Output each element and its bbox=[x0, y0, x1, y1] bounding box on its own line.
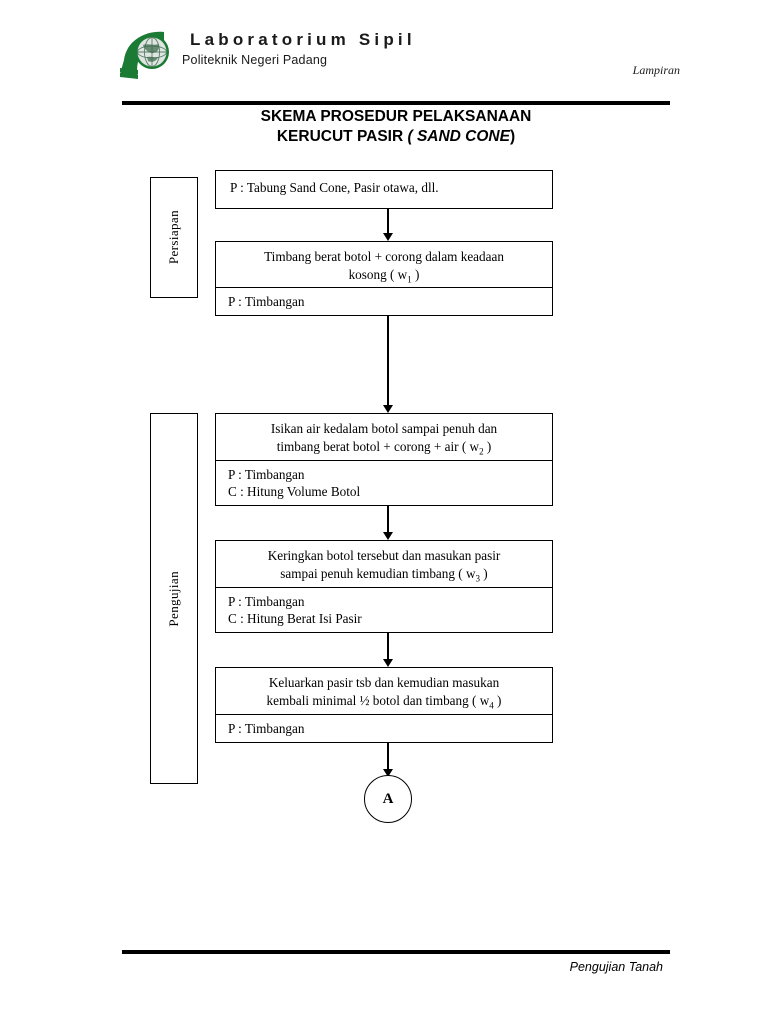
page-title-line-1: SKEMA PROSEDUR PELAKSANAAN bbox=[260, 108, 532, 125]
header-note-lampiran: Lampiran bbox=[632, 63, 680, 77]
flow-step-5-action: Keluarkan pasir tsb dan kemudian masukan… bbox=[216, 668, 552, 714]
flow-step-2-note-1: P : Timbangan bbox=[228, 294, 305, 309]
flow-step-4-action-line-2: sampai penuh kemudian timbang ( w3 ) bbox=[280, 565, 488, 584]
page-title-line-2-tail: ) bbox=[509, 128, 516, 145]
flow-step-1-action: P : Tabung Sand Cone, Pasir otawa, dll. bbox=[230, 180, 439, 195]
connector-step3-to-step4 bbox=[382, 506, 394, 540]
org-title: Laboratorium Sipil bbox=[190, 30, 416, 49]
flow-step-5-action-line-2: kembali minimal ½ botol dan timbang ( w4… bbox=[266, 692, 502, 711]
flow-step-4: Keringkan botol tersebut dan masukan pas… bbox=[215, 540, 553, 633]
flow-step-4-notes: P : Timbangan C : Hitung Berat Isi Pasir bbox=[216, 587, 552, 634]
connector-step1-to-step2 bbox=[382, 209, 394, 241]
flow-step-4-note-1: P : Timbangan bbox=[228, 594, 305, 609]
connector-step4-to-step5 bbox=[382, 633, 394, 667]
footer-rule bbox=[122, 950, 670, 954]
flow-step-5: Keluarkan pasir tsb dan kemudian masukan… bbox=[215, 667, 553, 743]
flow-step-2-action-line-2: kosong ( w1 ) bbox=[348, 266, 420, 285]
page-title-line-2: KERUCUT PASIR ( SAND CONE) bbox=[122, 127, 670, 147]
flow-step-2: Timbang berat botol + corong dalam keada… bbox=[215, 241, 553, 316]
flow-step-3-action-line-2: timbang berat botol + corong + air ( w2 … bbox=[276, 438, 492, 457]
phase-box-persiapan: Persiapan bbox=[150, 177, 198, 298]
flow-step-2-action-line-1: Timbang berat botol + corong dalam keada… bbox=[264, 249, 504, 264]
org-subtitle: Politeknik Negeri Padang bbox=[182, 53, 328, 67]
green-book-globe-logo-icon bbox=[118, 28, 182, 84]
header-rule bbox=[122, 101, 670, 105]
phase-label-persiapan: Persiapan bbox=[166, 210, 181, 265]
flow-step-3-action: Isikan air kedalam botol sampai penuh da… bbox=[216, 414, 552, 460]
letterhead: Laboratorium Sipil Politeknik Negeri Pad… bbox=[118, 26, 678, 88]
page-title-line-2-italic: ( SAND CONE bbox=[407, 128, 510, 145]
flow-step-3-notes: P : Timbangan C : Hitung Volume Botol bbox=[216, 460, 552, 507]
connector-persiapan-to-pengujian bbox=[382, 316, 394, 413]
footer-note: Pengujian Tanah bbox=[569, 960, 663, 974]
flow-step-2-action: Timbang berat botol + corong dalam keada… bbox=[216, 242, 552, 287]
flow-step-3: Isikan air kedalam botol sampai penuh da… bbox=[215, 413, 553, 506]
flow-step-4-action-line-1: Keringkan botol tersebut dan masukan pas… bbox=[267, 548, 501, 563]
flow-step-5-action-line-1: Keluarkan pasir tsb dan kemudian masukan bbox=[268, 675, 500, 690]
flow-step-4-note-2: C : Hitung Berat Isi Pasir bbox=[228, 611, 362, 626]
flow-step-3-note-1: P : Timbangan bbox=[228, 467, 305, 482]
phase-box-pengujian: Pengujian bbox=[150, 413, 198, 784]
flow-step-3-action-line-1: Isikan air kedalam botol sampai penuh da… bbox=[270, 421, 498, 436]
flow-step-3-note-2: C : Hitung Volume Botol bbox=[228, 484, 361, 499]
connector-step5-to-terminal bbox=[382, 743, 394, 777]
phase-label-pengujian: Pengujian bbox=[166, 570, 181, 627]
flow-step-4-action: Keringkan botol tersebut dan masukan pas… bbox=[216, 541, 552, 587]
page-title-line-2-plain: KERUCUT PASIR bbox=[276, 128, 404, 145]
flow-step-1: P : Tabung Sand Cone, Pasir otawa, dll. bbox=[215, 170, 553, 209]
terminal-connector-a: A bbox=[364, 775, 412, 823]
flow-step-2-notes: P : Timbangan bbox=[216, 287, 552, 317]
page-title: SKEMA PROSEDUR PELAKSANAAN KERUCUT PASIR… bbox=[122, 107, 670, 147]
flow-step-5-note-1: P : Timbangan bbox=[228, 721, 305, 736]
terminal-connector-a-label: A bbox=[382, 790, 394, 807]
flow-step-5-notes: P : Timbangan bbox=[216, 714, 552, 744]
